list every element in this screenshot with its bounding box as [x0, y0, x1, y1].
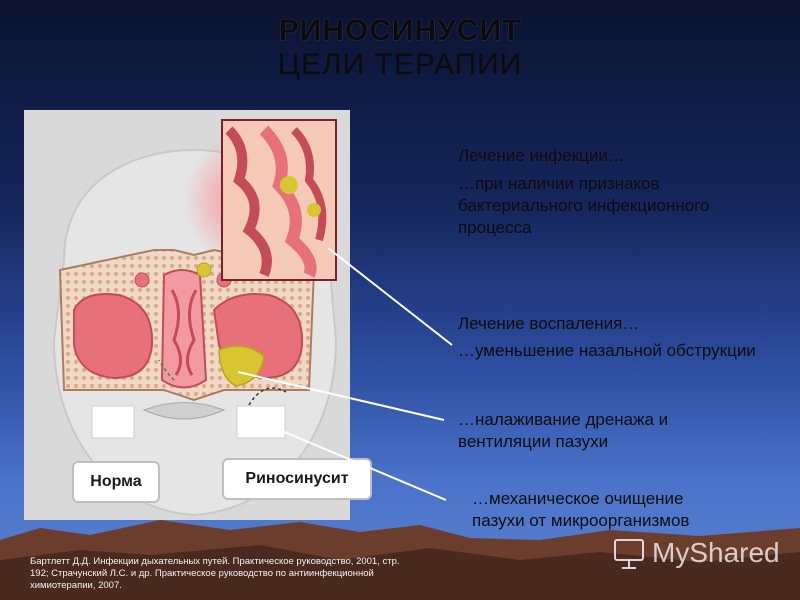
presentation-board-icon [614, 539, 644, 569]
obstruction-detail: …уменьшение назальной обструкции [458, 341, 756, 360]
pointer-line-obstruction [327, 247, 453, 346]
sinus-anatomy-drawing [52, 119, 338, 517]
slide-title-block: РИНОСИНУСИТ ЦЕЛИ ТЕРАПИИ [0, 14, 800, 82]
pointer-line-mechanical [267, 424, 447, 501]
pointer-line-drainage [237, 371, 445, 421]
slide-subtitle: ЦЕЛИ ТЕРАПИИ [277, 48, 523, 81]
sinus-illustration [24, 110, 350, 520]
infection-detail: …при наличии признаков бактериального ин… [458, 174, 710, 237]
mechanical-detail: …механическое очищение пазухи от микроор… [472, 489, 690, 530]
drainage-detail: …налаживание дренажа и вентиляции пазухи [458, 410, 669, 451]
label-normal: Норма [72, 461, 160, 503]
watermark-text: MyShared [652, 537, 780, 568]
infection-heading: Лечение инфекции… [458, 146, 625, 165]
reference-footnote: Бартлетт Д.Д. Инфекции дыхательных путей… [30, 556, 400, 591]
label-rhinosinusitis: Риносинусит [222, 458, 372, 500]
watermark: MyShared [612, 536, 780, 570]
slide-title: РИНОСИНУСИТ [278, 14, 522, 47]
inflammation-heading: Лечение воспаления… [458, 314, 640, 333]
